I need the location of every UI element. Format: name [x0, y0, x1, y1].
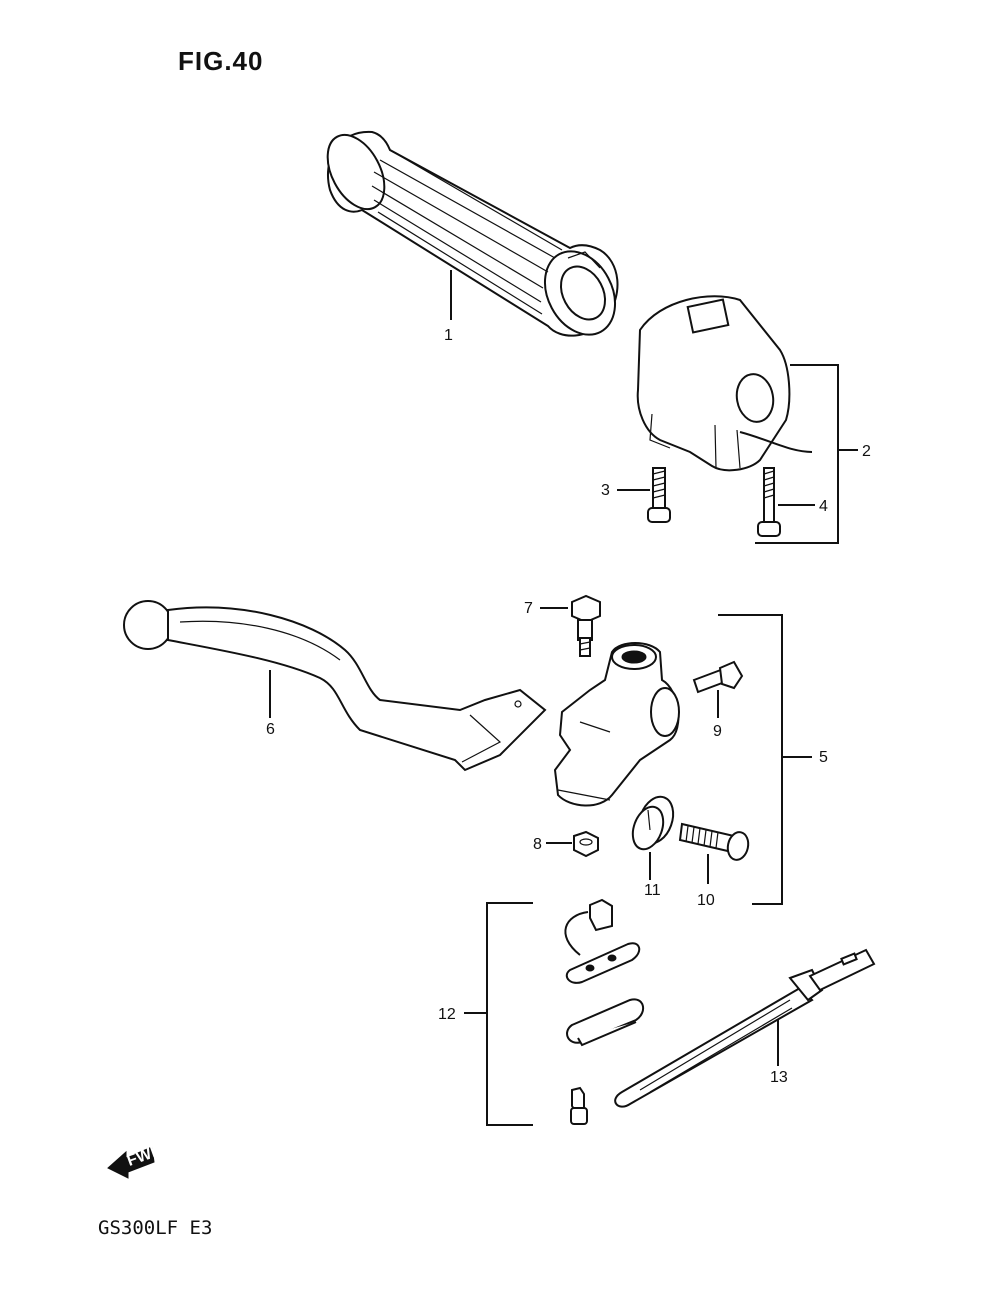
fwd-arrow-icon: FWD [107, 1142, 165, 1179]
callout-8: 8 [533, 836, 542, 853]
switch-housing-part [636, 295, 813, 472]
bracket-5 [718, 614, 783, 905]
callout-2: 2 [862, 443, 871, 460]
callout-3: 3 [601, 482, 610, 499]
figure-title: FIG.40 [178, 46, 264, 76]
screw-3-part [647, 467, 671, 523]
callout-4: 4 [819, 498, 828, 515]
callout-11: 11 [644, 882, 661, 899]
callout-9: 9 [713, 723, 722, 740]
callout-13: 13 [770, 1069, 788, 1086]
callout-5: 5 [819, 749, 828, 766]
callout-10: 10 [697, 892, 715, 909]
callout-7: 7 [524, 600, 533, 617]
grip-part [326, 130, 619, 337]
lever-bracket-part [553, 642, 680, 807]
callout-1: 1 [444, 327, 453, 344]
cable-tie-13-part [614, 948, 876, 1108]
model-code: GS300LF E3 [98, 1217, 213, 1239]
adjuster-11-part [631, 795, 675, 851]
bracket-12 [486, 902, 533, 1126]
lever-part [123, 600, 547, 772]
bracket-2 [755, 364, 839, 544]
callout-6: 6 [266, 721, 275, 738]
nut-8-part [573, 830, 599, 858]
screw-4-part [757, 467, 781, 537]
bolt-7-part [571, 594, 601, 657]
bolt-10-part [678, 822, 750, 861]
switch-set-12-part [564, 898, 645, 1125]
callout-12: 12 [438, 1006, 456, 1023]
screw-9-part [692, 660, 744, 694]
